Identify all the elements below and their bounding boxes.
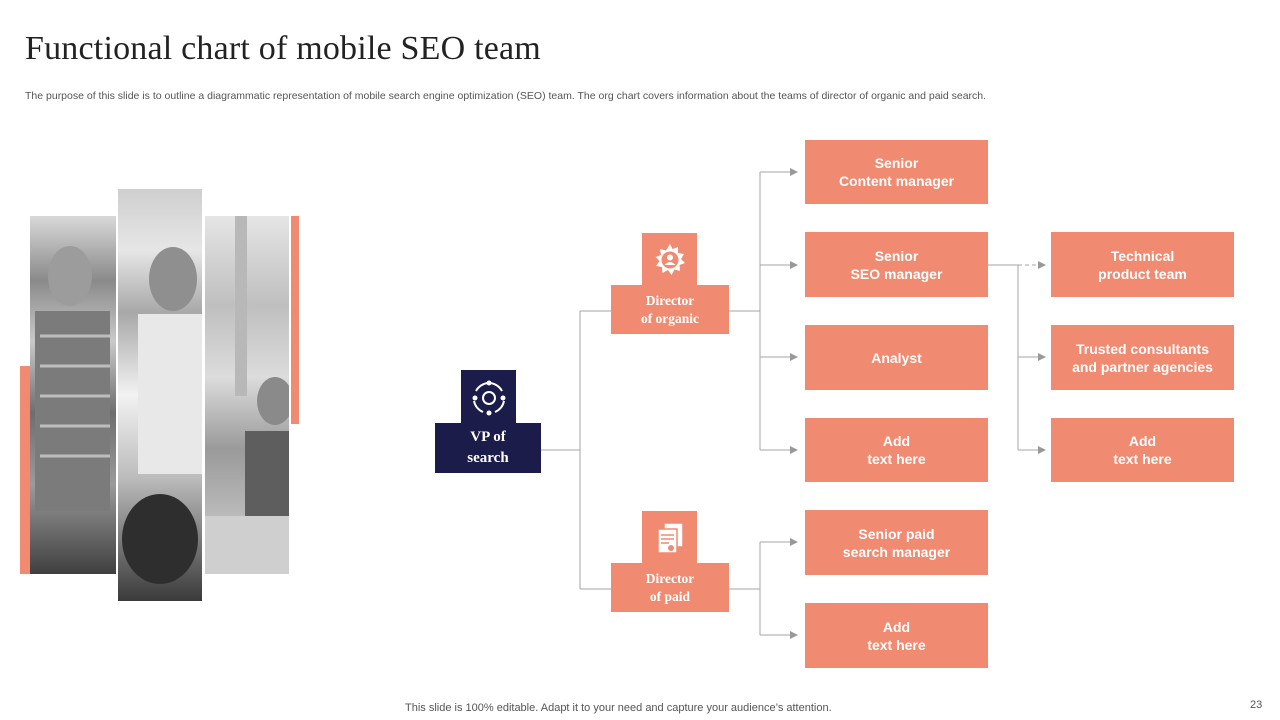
director-organic-icon-box [642,233,697,286]
director-paid-icon-box [642,511,697,564]
analyst-node: Analyst [805,325,988,390]
photo-accent-bar-right [291,216,299,424]
director-of-paid-node: Director of paid [611,563,729,612]
photo-people-right [205,216,289,574]
page-number: 23 [1250,699,1263,711]
network-gear-icon [472,380,505,415]
senior-paid-search-manager-node: Senior paid search manager [805,510,988,575]
trusted-consultants-node: Trusted consultants and partner agencies [1051,325,1234,390]
paid-add-text-node: Add text here [805,603,988,668]
photo-people-left [35,246,110,511]
photo-panel-right [205,216,289,574]
senior-content-manager-node: Senior Content manager [805,140,988,204]
photo-people-center [122,247,202,584]
organic-add-text-node: Add text here [805,418,988,482]
seo-add-text-node: Add text here [1051,418,1234,482]
vp-of-search-node: VP of search [435,423,541,473]
slide-title: Functional chart of mobile SEO team [25,30,541,67]
director-of-organic-node: Director of organic [611,285,729,334]
photo-panel-center [118,189,202,601]
slide-subtitle: The purpose of this slide is to outline … [25,90,987,102]
senior-seo-manager-node: Senior SEO manager [805,232,988,297]
technical-product-team-node: Technical product team [1051,232,1234,297]
photo-panel-left [30,216,116,574]
slide-footer-note: This slide is 100% editable. Adapt it to… [405,702,832,714]
gear-user-icon [655,243,685,275]
vp-icon-box [461,370,516,425]
photo-accent-bar-left [20,366,30,574]
documents-icon [656,521,684,554]
